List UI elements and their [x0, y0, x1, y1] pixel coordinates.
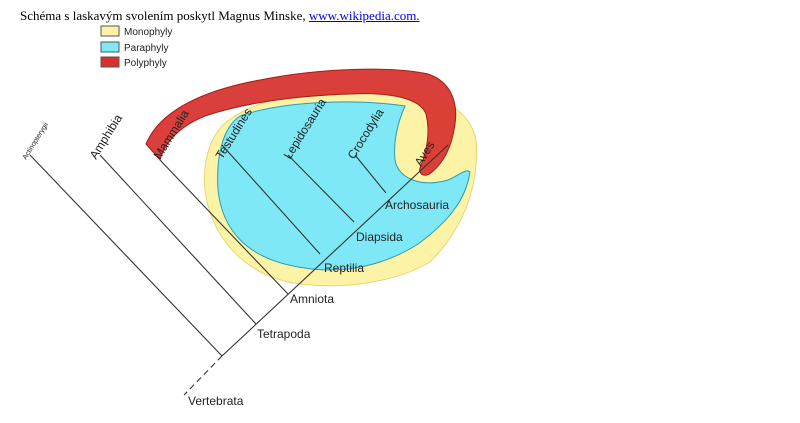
legend-label-polyphyly: Polyphyly	[124, 58, 167, 69]
legend-swatch-monophyly	[100, 25, 120, 37]
branch-actinopterygii	[29, 154, 223, 357]
node-label-archosauria: Archosauria	[385, 198, 449, 212]
branch-main-trunk	[221, 144, 449, 357]
node-label-amniota: Amniota	[290, 292, 334, 306]
branch-amphibia	[99, 154, 257, 325]
tree-branches	[29, 144, 449, 396]
node-label-vertebrata: Vertebrata	[188, 394, 244, 408]
legend-label-paraphyly: Paraphyly	[124, 43, 168, 54]
polyphyly-band	[145, 68, 457, 176]
legend-label-monophyly: Monophyly	[124, 27, 172, 38]
caption-text: Schéma s laskavým svolením poskytl Magnu…	[20, 8, 306, 23]
legend: Monophyly Paraphyly Polyphyly	[100, 25, 172, 69]
taxon-label-actinopterygii: Actinopterygii	[22, 121, 50, 161]
branch-lepidosauria	[287, 154, 355, 223]
branch-mammalia	[159, 159, 289, 295]
image-caption: Schéma s laskavým svolením poskytl Magnu…	[20, 8, 420, 24]
legend-swatch-paraphyly	[100, 41, 120, 53]
legend-swatch-polyphyly	[100, 56, 120, 68]
node-label-tetrapoda: Tetrapoda	[257, 327, 311, 341]
branch-vertebrata-root	[183, 355, 223, 396]
branch-crocodylia	[354, 154, 387, 194]
branch-testudines	[221, 144, 321, 255]
node-label-reptilia: Reptilia	[324, 261, 364, 275]
paraphyly-region	[217, 101, 471, 271]
taxon-label-amphibia: Amphibia	[87, 111, 126, 161]
node-label-diapsida: Diapsida	[356, 230, 403, 244]
wikipedia-link[interactable]: www.wikipedia.com.	[308, 8, 420, 23]
